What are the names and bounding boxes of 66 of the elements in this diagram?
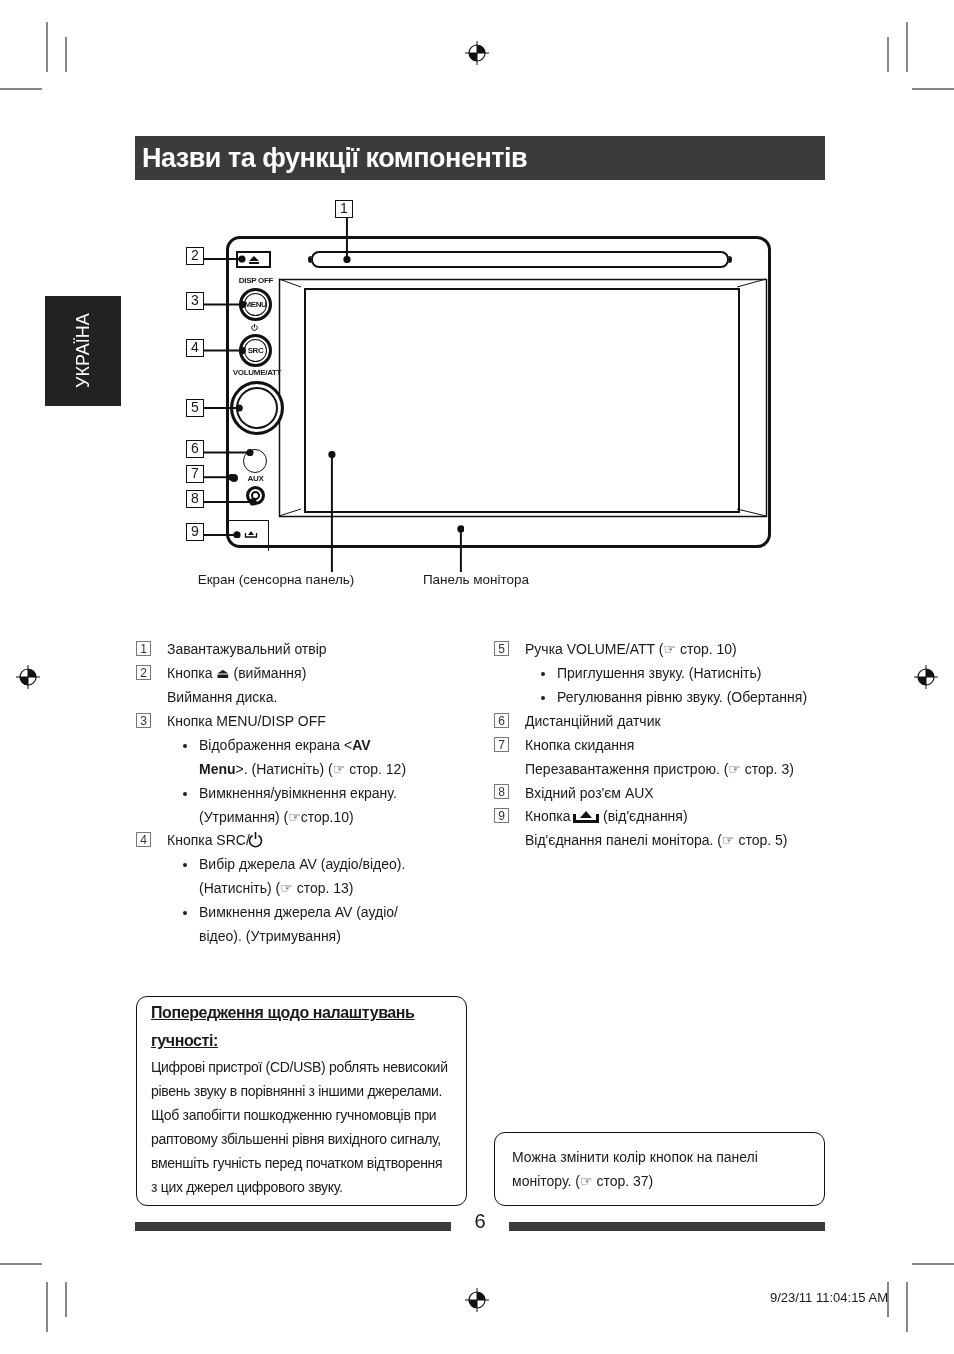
- leader-line: [457, 525, 465, 573]
- item-number: 2: [136, 665, 151, 680]
- list-text: (від'єднання): [603, 807, 688, 826]
- list-text: Кнопка SRC/: [167, 831, 250, 850]
- item-number: 8: [494, 784, 509, 799]
- print-date: 9/23/11 11:04:15 AM: [768, 1290, 888, 1305]
- panel-caption: Панель монітора: [420, 572, 532, 592]
- leader-line: [203, 449, 254, 457]
- list-text: Перезавантаження пристрою. (☞ стор. 3): [525, 760, 794, 779]
- item-number: 4: [136, 832, 151, 847]
- list-text: Дистанційний датчик: [525, 712, 661, 731]
- button-label: DISP OFF: [237, 276, 275, 285]
- callout-number: 4: [186, 339, 204, 357]
- leader-line: [203, 531, 241, 539]
- list-text: Кнопка скидання: [525, 736, 635, 755]
- list-text: Вимкнення джерела AV (аудіо/відео). (Утримування): [199, 903, 399, 946]
- callout-number: 6: [186, 440, 204, 458]
- list-text: Вхідний роз'єм AUX: [525, 784, 654, 803]
- leader-line: [203, 300, 246, 309]
- item-number: 1: [136, 641, 151, 656]
- leader-line: [203, 404, 243, 412]
- callout-number: 9: [186, 523, 204, 541]
- screen-caption: Екран (сенсорна панель): [196, 572, 356, 592]
- callout-number: 5: [186, 399, 204, 417]
- item-number: 9: [494, 808, 509, 823]
- leader-line: [203, 498, 257, 506]
- list-text: Кнопка MENU/DISP OFF: [167, 712, 326, 731]
- detach-button: [229, 520, 269, 551]
- disc-slot: [311, 251, 729, 268]
- warning-text: Цифрові пристрої (CD/USB) роблять невисокий рівень звуку в порівнянні з іншими джерелами. Щоб запобігти пошкодженню гучномовців при раптовому збільшенні рівня вихідного сигналу, вменшіть гучність перед початком відтворення з цих джерел цифрового звуку.: [151, 1058, 449, 1197]
- list-text: Кнопка ⏏ (виймання): [167, 664, 307, 683]
- leader-line: [203, 346, 246, 355]
- list-text: Приглушення звуку. (Натисніть): [557, 664, 763, 683]
- leader-line: [328, 450, 336, 573]
- eject-button: [236, 251, 271, 268]
- page-number: 6: [473, 1210, 487, 1233]
- list-text: Регулювання рівню звуку. (Обертання): [557, 688, 809, 707]
- callout-number: 7: [186, 465, 204, 483]
- volume-knob: [230, 381, 284, 435]
- callout-number: 8: [186, 490, 204, 508]
- item-number: 6: [494, 713, 509, 728]
- page-title: Назви та функції компонентів: [135, 136, 825, 180]
- callout-number: 3: [186, 292, 204, 310]
- monitor-panel: [226, 236, 771, 548]
- button-label: AUX: [246, 474, 265, 483]
- list-text: Кнопка: [525, 807, 571, 826]
- aux-jack: [246, 486, 265, 505]
- list-text: Виймання диска.: [167, 688, 278, 707]
- list-text: Завантажувальний отвір: [167, 640, 327, 659]
- touch-screen: [304, 288, 740, 513]
- list-text: Ручка VOLUME/ATT (☞ стор. 10): [525, 640, 737, 659]
- source-button: SRC: [239, 334, 272, 367]
- list-text: Вибір джерела AV (аудіо/відео). (Натисніть) (☞ стор. 13): [199, 855, 407, 898]
- item-number: 7: [494, 737, 509, 752]
- list-text: Від'єднання панелі монітора. (☞ стор. 5): [525, 831, 788, 850]
- item-number: 3: [136, 713, 151, 728]
- note-box: Можна змінити колір кнопок на панелі монітору. (☞ стор. 37): [494, 1132, 825, 1206]
- list-text: Вимкнення/увімкнення екрану. (Утримання) (☞стор.10): [199, 784, 398, 827]
- leader-line: [343, 217, 351, 264]
- list-text: Відображення екрана <AV Menu>. (Натисніть) (☞ стор. 12): [199, 736, 408, 779]
- callout-number: 1: [335, 200, 353, 218]
- item-number: 5: [494, 641, 509, 656]
- language-tab: УКРАЇНА: [45, 296, 121, 406]
- callout-number: 2: [186, 247, 204, 265]
- warning-box: [136, 996, 467, 1206]
- warning-heading: Попередження щодо налаштувань гучності:: [151, 1003, 416, 1051]
